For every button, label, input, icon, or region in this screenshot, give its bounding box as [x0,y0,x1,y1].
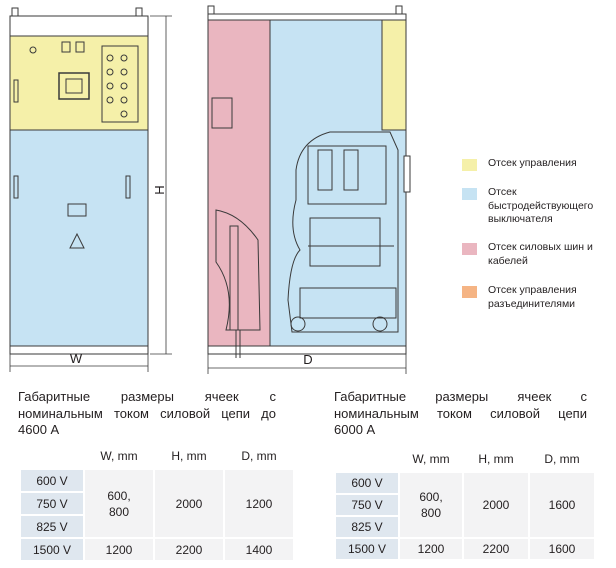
legend-item-control: Отсек управления [462,157,616,171]
legend-item-breaker: Отсек быстродействующего выключателя [462,186,616,227]
right-voltage-1500: 1500 V [336,539,398,559]
legend-swatch-busbar [462,243,477,255]
right-table-caption: Габаритные размеры ячеек с номинальным т… [334,389,587,439]
left-voltage-600: 600 V [21,470,83,491]
right-table-corner [336,446,398,471]
right-voltage-825: 825 V [336,517,398,537]
right-group-h: 2000 [464,473,528,537]
right-header-w: W, mm [400,446,462,471]
legend-label-breaker: Отсек быстродействующего выключателя [488,186,594,225]
left-caption-line-3: 4600 А [18,422,60,437]
legend-label-control: Отсек управления [488,157,577,169]
legend-item-busbar: Отсек силовых шин и кабелей [462,241,616,268]
left-voltage-750: 750 V [21,493,83,514]
left-header-w: W, mm [85,443,153,468]
left-group-d: 1200 [225,470,293,537]
right-group-d: 1600 [530,473,594,537]
legend-label-busbar: Отсек силовых шин и кабелей [488,241,593,267]
legend-swatch-disconnector [462,286,477,298]
legend-item-disconnector: Отсек управления разъединителями [462,284,616,311]
right-dimensions-table: W, mm H, mm D, mm 600 V 600, 800 2000 16… [334,444,596,561]
right-voltage-600: 600 V [336,473,398,493]
left-last-h: 2200 [155,539,223,560]
left-last-d: 1400 [225,539,293,560]
right-caption-line-2: номинальным током силовой цепи [334,405,587,421]
right-group-w: 600, 800 [400,473,462,537]
right-caption-line-1: Габаритные размеры ячеек с [334,389,587,404]
switchgear-drawing: W H D [9,5,411,374]
right-voltage-750: 750 V [336,495,398,515]
right-last-w: 1200 [400,539,462,559]
left-caption-line-2: номинальным током силовой цепи до [18,405,276,421]
right-last-d: 1600 [530,539,594,559]
left-dimensions-table: W, mm H, mm D, mm 600 V 600, 800 2000 12… [19,441,295,562]
dimension-h-label: H [152,185,167,194]
left-voltage-1500: 1500 V [21,539,83,560]
front-control-compartment [9,35,149,131]
dimension-lines [9,15,407,374]
left-caption-line-1: Габаритные размеры ячеек с [18,389,276,404]
left-last-w: 1200 [85,539,153,560]
left-header-h: H, mm [155,443,223,468]
side-control-compartment [381,19,407,131]
left-group-h: 2000 [155,470,223,537]
right-header-d: D, mm [530,446,594,471]
right-header-h: H, mm [464,446,528,471]
dimension-d-label: D [303,352,312,367]
legend-swatch-control [462,159,477,171]
left-group-w: 600, 800 [85,470,153,537]
side-view [207,5,411,358]
legend-label-disconnector: Отсек управления разъединителями [488,284,577,310]
front-view [9,7,149,355]
left-table-corner [21,443,83,468]
left-table-caption: Габаритные размеры ячеек с номинальным т… [18,389,276,439]
legend-swatch-breaker [462,188,477,200]
left-voltage-825: 825 V [21,516,83,537]
dimension-w-label: W [70,351,83,366]
right-caption-line-3: 6000 А [334,422,376,437]
left-header-d: D, mm [225,443,293,468]
right-last-h: 2200 [464,539,528,559]
